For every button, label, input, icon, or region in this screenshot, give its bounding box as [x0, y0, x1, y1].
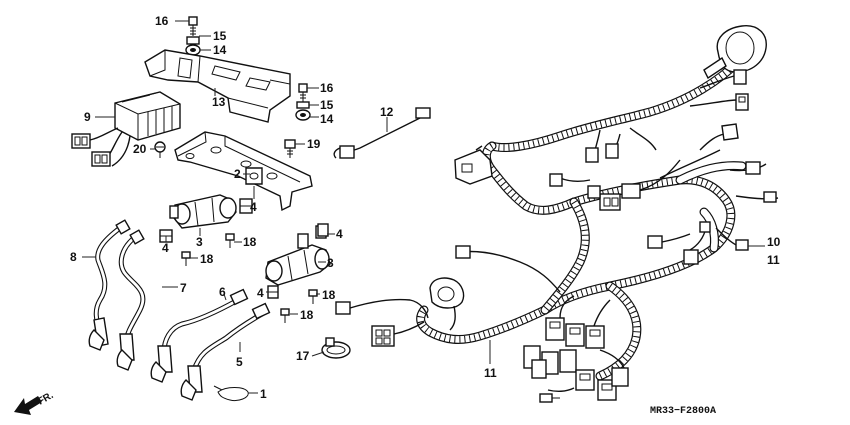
callout-3-lower: 3 — [327, 256, 334, 270]
screw-20 — [154, 141, 166, 158]
callout-16-top: 16 — [155, 14, 169, 28]
bolt-18-d — [280, 308, 290, 323]
callout-9: 9 — [84, 110, 91, 124]
callout-15-mid: 15 — [320, 98, 334, 112]
callout-4-right: 4 — [336, 227, 343, 241]
callout-1: 1 — [260, 387, 267, 401]
regulator-connectors — [71, 127, 131, 167]
callout-5: 5 — [236, 355, 243, 369]
callout-2: 2 — [234, 167, 241, 181]
harness-center-connectors — [549, 123, 779, 211]
regulator-rectifier-9 — [114, 91, 181, 141]
diagram-code: MR33−F2800A — [650, 406, 716, 417]
bolt-19 — [284, 139, 296, 158]
callout-4-lower: 4 — [257, 286, 264, 300]
main-wire-harness-11 — [416, 55, 747, 381]
bolt-18-b — [181, 251, 191, 266]
grommet-4-left — [239, 198, 253, 214]
callout-3-upper: 3 — [196, 235, 203, 249]
callout-12: 12 — [380, 105, 394, 119]
spark-plug-wire-6 — [157, 288, 249, 373]
callout-13: 13 — [212, 95, 226, 109]
harness-square-connector — [335, 298, 429, 347]
collar-15-top — [186, 36, 200, 45]
harness-round-connector — [429, 277, 465, 331]
grommet-14-mid — [295, 109, 311, 121]
callout-19: 19 — [307, 137, 321, 151]
callout-18-b: 18 — [200, 252, 214, 266]
bolt-18-c — [308, 289, 318, 304]
callout-8: 8 — [70, 250, 77, 264]
harness-cylinder-top — [703, 25, 767, 80]
bolt-18-a — [225, 233, 235, 248]
callout-10: 10 — [767, 235, 781, 249]
callout-14-top: 14 — [213, 43, 227, 57]
front-direction-label: FR. — [36, 390, 56, 408]
callout-20: 20 — [133, 142, 147, 156]
spark-plug-wire-5 — [187, 302, 271, 393]
callout-15-top: 15 — [213, 29, 227, 43]
harness-mid-connectors — [455, 221, 711, 293]
leader-lines — [82, 20, 765, 394]
callout-11-harness: 11 — [484, 366, 497, 380]
harness-connectors-top-right — [585, 69, 749, 163]
callout-4-bracket: 4 — [250, 200, 257, 214]
wire-12 — [333, 107, 431, 159]
callout-16-mid: 16 — [320, 81, 334, 95]
grommet-4-right — [317, 223, 329, 237]
grommet-4-bracket — [245, 167, 263, 185]
band-17 — [321, 337, 351, 359]
callout-18-a: 18 — [243, 235, 257, 249]
callout-18-d: 18 — [300, 308, 314, 322]
harness-branch-10 — [715, 227, 749, 251]
clip-1 — [213, 385, 249, 401]
callout-18-c: 18 — [322, 288, 336, 302]
callout-4-left: 4 — [162, 241, 169, 255]
bracket-13 — [144, 49, 291, 123]
coil-bracket-2 — [174, 131, 313, 212]
callout-17: 17 — [296, 349, 310, 363]
callout-14-mid: 14 — [320, 112, 334, 126]
bolt-16-top — [188, 16, 198, 36]
harness-connector-left — [454, 145, 493, 185]
bolt-16-mid — [298, 83, 308, 102]
callout-6: 6 — [219, 285, 226, 299]
collar-15-mid — [296, 101, 310, 109]
front-direction-arrow — [14, 396, 42, 415]
harness-relay-cluster — [523, 295, 629, 403]
spark-plug-wire-7 — [118, 229, 146, 361]
callout-7: 7 — [180, 281, 187, 295]
spark-plug-wire-8 — [93, 219, 131, 347]
ignition-coil-3-upper — [169, 194, 237, 229]
plug-caps — [88, 329, 197, 401]
callout-11-right: 11 — [767, 253, 780, 267]
